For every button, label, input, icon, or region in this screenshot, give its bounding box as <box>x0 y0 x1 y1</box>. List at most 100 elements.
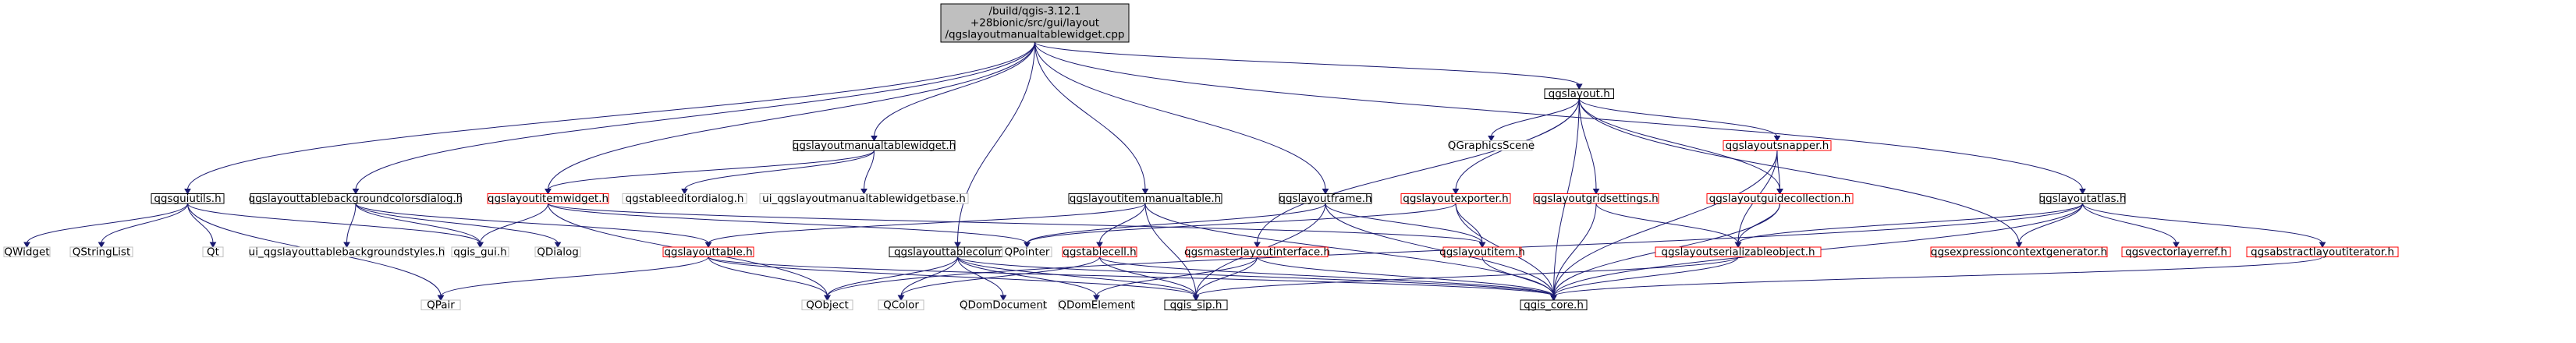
node-qobject[interactable]: QObject <box>801 299 853 311</box>
node-label-masterlayoutinterface: qgsmasterlayoutinterface.h <box>1184 246 1330 258</box>
node-abstractlayoutiterator[interactable]: qgsabstractlayoutiterator.h <box>2246 246 2399 258</box>
node-box-qgis_core <box>1520 299 1588 310</box>
node-label-qgsguiutils: qgsguiutils.h <box>154 193 221 205</box>
node-layoutframe[interactable]: qgslayoutframe.h <box>1279 193 1371 205</box>
node-layoutitem[interactable]: qgslayoutitem.h <box>1439 246 1525 258</box>
arrowhead-qdialog <box>554 242 562 248</box>
node-ui_manualtablewidgetbase[interactable]: ui_qgslayoutmanualtablewidgetbase.h <box>759 193 969 205</box>
node-label-layouttable: qgslayouttable.h <box>664 246 752 258</box>
edge-root-to-manualtablewidget <box>874 41 1035 137</box>
node-tablecolumn[interactable]: qgslayouttablecolumn.h <box>889 246 1027 258</box>
node-box-qpointer <box>1002 246 1052 257</box>
node-qpointer[interactable]: QPointer <box>1002 246 1052 258</box>
node-qgis_gui[interactable]: qgis_gui.h <box>451 246 509 258</box>
node-box-layoutframe <box>1279 193 1372 204</box>
arrowhead-qgis_core <box>1550 295 1557 301</box>
node-manualtablewidget[interactable]: qgslayoutmanualtablewidget.h <box>793 140 956 152</box>
node-label-manualtablewidget: qgslayoutmanualtablewidget.h <box>793 140 956 152</box>
node-label-itemwidget: qgslayoutitemwidget.h <box>488 193 609 205</box>
node-qpair[interactable]: QPair <box>420 299 461 311</box>
edge-serializableobject-to-qgis_sip <box>1195 256 1739 297</box>
arrowhead-tablecolumn <box>954 242 961 248</box>
edge-layoutframe-to-layoutitem <box>1325 203 1483 244</box>
arrowhead-qgslayout <box>1575 83 1583 90</box>
node-ui_bgstyles[interactable]: ui_qgslayouttablebackgroundstyles.h <box>249 246 445 258</box>
node-box-itemmanualtable <box>1068 193 1222 204</box>
edge-tablecell-to-qcolor <box>900 256 1100 297</box>
edge-layouttable-to-qgis_sip <box>708 256 1197 297</box>
edge-tablecolumn-to-qdomelement <box>957 256 1097 297</box>
edge-gridsettings-to-serializableobject <box>1595 203 1739 244</box>
node-root[interactable]: /build/qgis-3.12.1+28bionic/src/gui/layo… <box>940 3 1130 43</box>
node-qt[interactable]: Qt <box>202 246 224 258</box>
node-qstringlist[interactable]: QStringList <box>69 246 133 258</box>
edge-bgcolorsdialog-to-ui_bgstyles <box>346 203 357 244</box>
node-masterlayoutinterface[interactable]: qgsmasterlayoutinterface.h <box>1184 246 1330 258</box>
arrowhead-itemmanualtable <box>1141 189 1149 195</box>
node-label-qpair: QPair <box>427 299 455 311</box>
node-label-layoutframe: qgslayoutframe.h <box>1279 193 1371 205</box>
edge-masterlayoutinterface-to-qdomelement <box>1096 256 1258 297</box>
node-serializableobject[interactable]: qgslayoutserializableobject.h <box>1655 246 1822 258</box>
node-label-serializableobject: qgslayoutserializableobject.h <box>1661 246 1815 258</box>
edge-root-to-itemwidget <box>548 41 1035 190</box>
node-label-guidecollection: qgslayoutguidecollection.h <box>1709 193 1851 205</box>
node-label-qobject: QObject <box>806 299 849 311</box>
node-box-qpair <box>420 299 461 310</box>
node-qgis_core[interactable]: qgis_core.h <box>1520 299 1588 311</box>
node-label-qstringlist: QStringList <box>73 246 131 258</box>
graph-nodes: /build/qgis-3.12.1+28bionic/src/gui/layo… <box>3 3 2399 311</box>
node-exprcontextgen[interactable]: qgsexpressioncontextgenerator.h <box>1930 246 2108 258</box>
node-qdomelement[interactable]: QDomElement <box>1058 299 1134 311</box>
arrowhead-abstractlayoutiterator <box>2319 242 2326 248</box>
node-tableeditordialog[interactable]: qgstableeditordialog.h <box>622 193 747 205</box>
node-vectorlayerref[interactable]: qgsvectorlayerref.h <box>2121 246 2231 258</box>
edge-qgsguiutils-to-qgis_gui <box>187 203 481 244</box>
node-qdomdocument[interactable]: QDomDocument <box>960 299 1047 311</box>
edge-serializableobject-to-qgis_core <box>1553 256 1739 297</box>
node-qcolor[interactable]: QColor <box>878 299 924 311</box>
node-label-qwidget: QWidget <box>4 246 49 258</box>
node-label-layoutexporter: qgslayoutexporter.h <box>1403 193 1509 205</box>
edge-tablecell-to-qgis_sip <box>1099 256 1197 297</box>
node-label-exprcontextgen: qgsexpressioncontextgenerator.h <box>1931 246 2107 258</box>
node-tablecell[interactable]: qgstablecell.h <box>1062 246 1137 258</box>
node-label-vectorlayerref: qgsvectorlayerref.h <box>2125 246 2227 258</box>
edge-qgslayout-to-layoutsnapper <box>1578 98 1778 137</box>
node-box-qcolor <box>878 299 924 310</box>
node-label-qdomelement: QDomElement <box>1058 299 1134 311</box>
arrowhead-qgis_sip <box>1192 295 1200 301</box>
node-qgslayout[interactable]: qgslayout.h <box>1544 87 1614 100</box>
edge-bgcolorsdialog-to-qdialog <box>355 203 559 244</box>
node-guidecollection[interactable]: qgslayoutguidecollection.h <box>1706 193 1854 205</box>
arrowhead-qstringlist <box>98 242 105 248</box>
node-itemmanualtable[interactable]: qgslayoutitemmanualtable.h <box>1068 193 1222 205</box>
node-bgcolorsdialog[interactable]: qgslayouttablebackgroundcolorsdialog.h <box>249 193 463 205</box>
edge-root-to-tablecolumn <box>957 41 1035 244</box>
node-layoutexporter[interactable]: qgslayoutexporter.h <box>1400 193 1511 205</box>
node-qgis_sip[interactable]: qgis_sip.h <box>1164 299 1228 311</box>
edge-tablecolumn-to-qcolor <box>900 256 958 297</box>
node-qgraphicsscene[interactable]: QGraphicsScene <box>1448 140 1535 152</box>
node-qdialog[interactable]: QDialog <box>534 246 581 258</box>
edge-gridsettings-to-qgis_core <box>1553 203 1597 297</box>
node-layoutatlas[interactable]: qgslayoutatlas.h <box>2039 193 2127 205</box>
node-layouttable[interactable]: qgslayouttable.h <box>662 246 754 258</box>
node-box-layoutexporter <box>1400 193 1511 204</box>
arrowhead-qdomdocument <box>999 295 1007 301</box>
node-qwidget[interactable]: QWidget <box>3 246 51 258</box>
arrowhead-qdomelement <box>1093 295 1100 301</box>
edge-tablecell-to-qgis_core <box>1099 256 1554 297</box>
node-box-layoutatlas <box>2039 193 2126 204</box>
node-gridsettings[interactable]: qgslayoutgridsettings.h <box>1533 193 1659 205</box>
node-label-qgis_gui: qgis_gui.h <box>453 246 506 258</box>
node-qgsguiutils[interactable]: qgsguiutils.h <box>151 193 225 205</box>
node-layoutsnapper[interactable]: qgslayoutsnapper.h <box>1723 140 1832 152</box>
node-label-qgslayout: qgslayout.h <box>1549 87 1610 100</box>
edge-layoutitem-to-qgis_core <box>1481 256 1554 297</box>
arrowhead-layoutexporter <box>1452 189 1460 195</box>
node-box-qdomelement <box>1058 299 1135 310</box>
node-label-root: /qgslayoutmanualtablewidget.cpp <box>946 29 1125 41</box>
node-itemwidget[interactable]: qgslayoutitemwidget.h <box>487 193 609 205</box>
